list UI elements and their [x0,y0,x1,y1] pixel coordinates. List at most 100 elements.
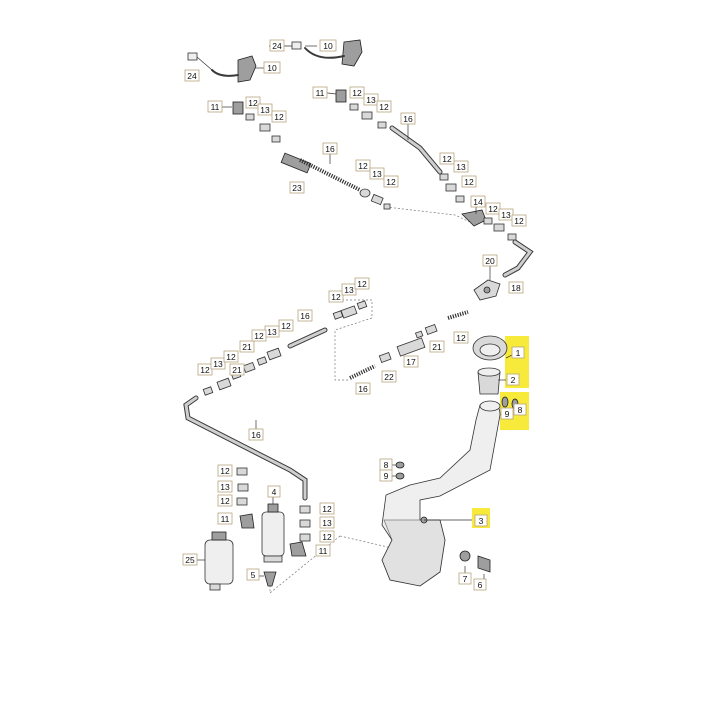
svg-text:16: 16 [325,144,335,154]
svg-text:6: 6 [478,580,483,590]
svg-text:12: 12 [248,98,258,108]
pump-small-parts [236,467,311,587]
callout-13-upper-left: 13 [257,103,273,116]
svg-text:11: 11 [221,514,230,524]
svg-text:21: 21 [232,365,242,375]
callout-14: 14 [470,195,486,208]
svg-text:21: 21 [432,342,442,352]
callout-12-mid-left-2: 12 [251,329,267,342]
svg-text:9: 9 [505,409,510,419]
callout-12-mid-upper-1: 12 [355,159,371,172]
svg-text:10: 10 [323,41,333,51]
svg-text:16: 16 [358,384,368,394]
svg-text:1: 1 [516,348,521,358]
svg-text:12: 12 [254,331,264,341]
callout-5: 5 [246,568,260,581]
callout-24-top-right: 24 [269,39,285,52]
callout-17: 17 [403,355,419,368]
svg-text:7: 7 [463,574,468,584]
callout-23: 23 [289,181,305,194]
svg-text:13: 13 [220,482,230,492]
callout-10-top-right: 10 [319,39,337,52]
callout-4: 4 [267,485,281,498]
callout-12-pump-right-2: 12 [319,530,335,543]
callout-11-upper-left: 11 [207,100,223,113]
callout-1: 1 [511,346,525,359]
callout-13-mid-left-1: 13 [264,325,280,338]
svg-text:5: 5 [251,570,256,580]
callout-11-upper-right: 11 [312,86,328,99]
upper-right-connectors [335,89,465,203]
callout-21-mid-left-2: 21 [229,363,245,376]
svg-text:12: 12 [200,365,210,375]
callout-22: 22 [381,370,397,383]
svg-text:13: 13 [501,210,511,220]
svg-text:11: 11 [211,102,220,112]
callout-12-right-mid-1: 12 [485,202,501,215]
callout-25: 25 [182,553,198,566]
callout-6: 6 [473,578,487,591]
callout-2: 2 [506,373,520,386]
svg-text:24: 24 [187,71,197,81]
svg-text:11: 11 [316,88,325,98]
callout-12-pump-right-1: 12 [319,502,335,515]
svg-text:4: 4 [272,487,277,497]
svg-text:22: 22 [384,372,394,382]
callout-12-upper-right-2: 12 [376,100,392,113]
washer-pump-25 [204,531,234,591]
svg-text:13: 13 [267,327,277,337]
t-piece-assembly [461,209,534,278]
callout-12-upper-left-2: 12 [271,110,287,123]
svg-text:12: 12 [220,496,230,506]
callout-12-mid-upper-2: 12 [383,175,399,188]
callout-7: 7 [458,572,472,585]
svg-text:10: 10 [267,63,277,73]
upper-left-connectors [220,101,391,210]
svg-text:13: 13 [213,359,223,369]
filler-cap-1 [472,335,508,361]
svg-text:12: 12 [386,177,396,187]
svg-text:13: 13 [260,105,270,115]
svg-text:12: 12 [442,154,452,164]
svg-text:12: 12 [464,177,474,187]
svg-text:8: 8 [384,460,389,470]
svg-text:16: 16 [403,114,413,124]
middle-left-connectors [202,300,368,396]
svg-text:20: 20 [485,256,495,266]
callout-13-mid-left-2: 13 [210,357,226,370]
washer-reservoir-3 [381,400,501,587]
callout-11-pump-right: 11 [315,544,331,557]
callout-13-pump-left: 13 [217,480,233,493]
callout-16-mid: 16 [297,309,313,322]
svg-text:11: 11 [319,546,328,556]
svg-text:16: 16 [300,311,310,321]
svg-text:8: 8 [518,405,523,415]
svg-text:13: 13 [344,285,354,295]
callout-3: 3 [474,514,488,527]
svg-text:12: 12 [514,216,524,226]
callout-13-upper-right: 13 [363,93,379,106]
check-valve-20 [473,279,501,301]
svg-text:12: 12 [322,504,332,514]
nozzle-right [291,39,363,67]
callout-12-right-upper-2: 12 [461,175,477,188]
middle-right-connectors [349,310,469,380]
grommet-and-sensor-parts [395,461,491,573]
callout-20: 20 [482,254,498,267]
callout-13-pump-right: 13 [319,516,335,529]
callout-16-upper-right: 16 [400,112,416,125]
svg-text:12: 12 [331,292,341,302]
filler-adapter-2 [477,367,501,395]
svg-text:12: 12 [322,532,332,542]
callout-12-mid-left-1: 12 [278,319,294,332]
callout-24-top-left: 24 [184,69,200,82]
svg-text:13: 13 [366,95,376,105]
callout-12-mid-left-3: 12 [197,363,213,376]
callout-12-pump-left-2: 12 [217,494,233,507]
svg-text:9: 9 [384,471,389,481]
svg-text:12: 12 [488,204,498,214]
callout-9: 9 [500,407,514,420]
callout-12-center: 12 [453,331,469,344]
svg-text:3: 3 [479,516,484,526]
